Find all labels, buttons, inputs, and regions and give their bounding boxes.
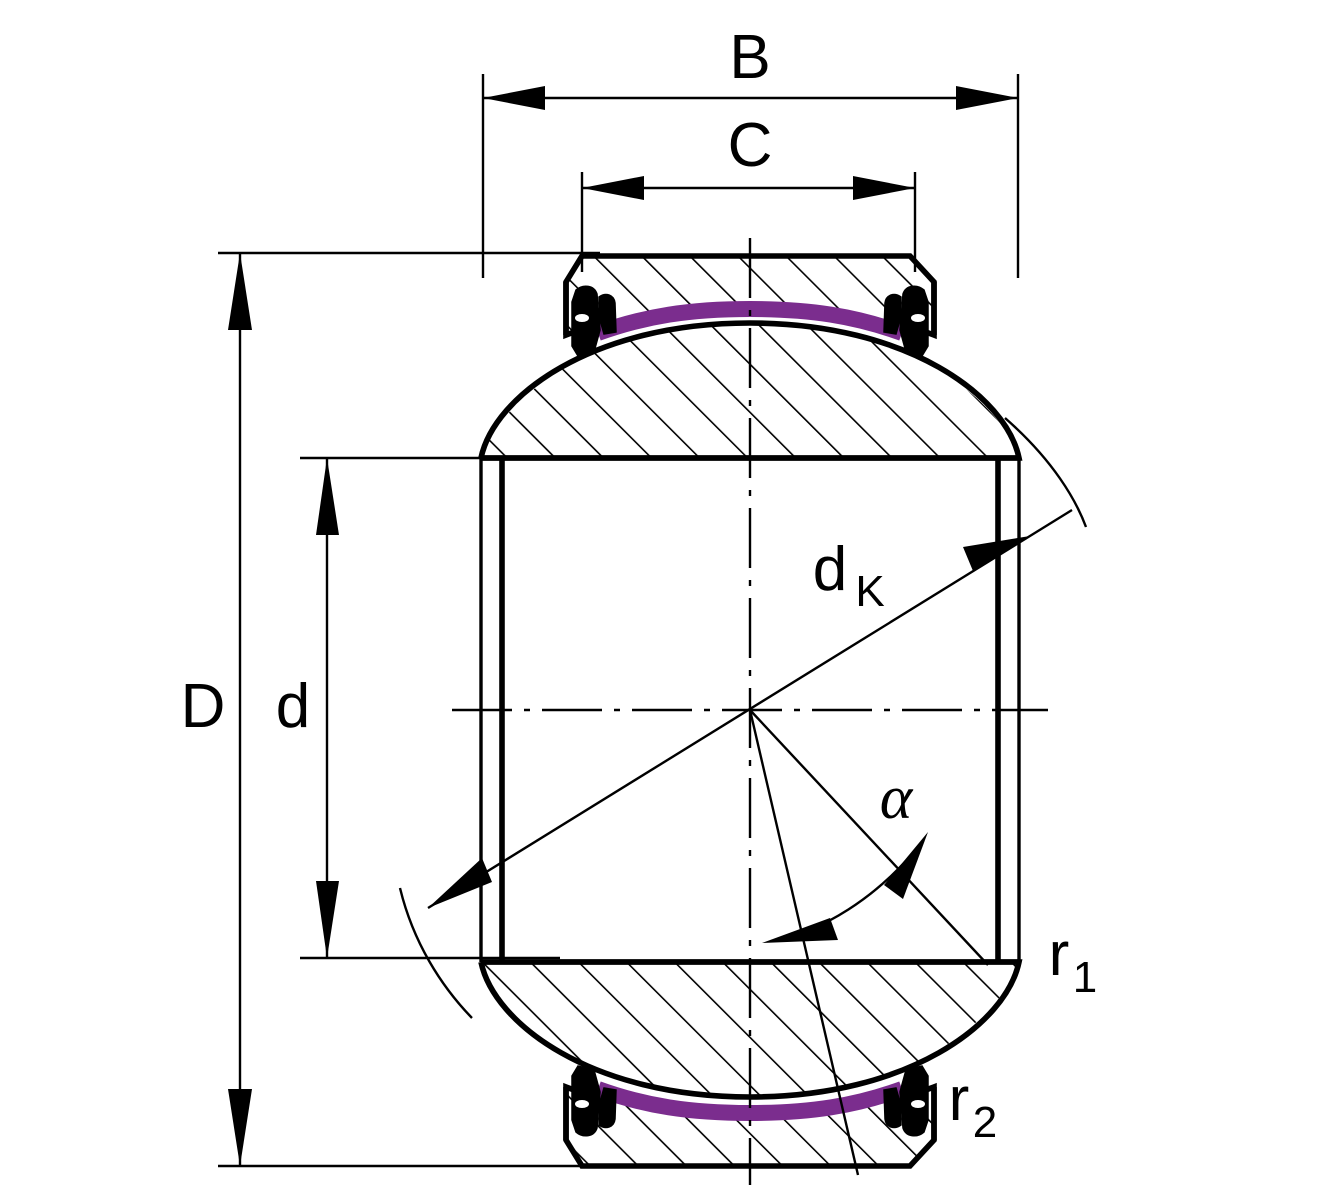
dimension-C: C bbox=[580, 111, 917, 272]
dim-dK-arrow-lower bbox=[428, 858, 492, 908]
seal-slot-top-right bbox=[911, 314, 925, 322]
dimension-dK: d K bbox=[398, 417, 1088, 1019]
dim-d-arrow-top bbox=[316, 458, 339, 535]
alpha-ray-left bbox=[748, 709, 860, 1176]
dim-B-arrow-right bbox=[956, 86, 1018, 110]
alpha-ray-right bbox=[749, 709, 989, 966]
dim-r2-label-base: r bbox=[949, 1065, 970, 1134]
dim-D-arrow-top bbox=[228, 253, 252, 330]
seal-top-left bbox=[571, 285, 617, 357]
dim-r2-label-sub: 2 bbox=[973, 1098, 997, 1147]
dim-dK-arc-lower bbox=[398, 887, 473, 1019]
dim-B-arrow-left bbox=[483, 86, 545, 110]
dim-dK-label-sub: K bbox=[855, 567, 884, 616]
dim-dK-arc-upper bbox=[1004, 417, 1088, 528]
dim-C-label: C bbox=[728, 111, 773, 180]
dimension-r1: r 1 bbox=[1049, 920, 1098, 1002]
dimension-alpha: α bbox=[748, 709, 989, 1176]
outer-ring-side-edges bbox=[563, 282, 937, 1140]
dim-d-label: d bbox=[276, 672, 310, 741]
seal-top-right bbox=[883, 285, 929, 357]
dim-C-arrow-left bbox=[582, 176, 644, 200]
seal-slot-bottom-left bbox=[575, 1100, 589, 1108]
sliding-layer-group bbox=[595, 300, 905, 1122]
dim-r1-label-base: r bbox=[1049, 920, 1070, 989]
dim-r1-label-sub: 1 bbox=[1073, 953, 1097, 1002]
dimension-B: B bbox=[481, 23, 1020, 278]
dim-D-label: D bbox=[181, 672, 226, 741]
dim-C-arrow-right bbox=[853, 176, 915, 200]
dim-dK-label-base: d bbox=[813, 535, 847, 604]
alpha-label: α bbox=[880, 764, 914, 832]
dim-B-label: B bbox=[729, 23, 770, 92]
dimension-d: d bbox=[276, 456, 560, 960]
alpha-arrow-lower bbox=[762, 918, 838, 943]
dimension-D: D bbox=[181, 251, 600, 1168]
dim-d-arrow-bottom bbox=[316, 881, 339, 958]
seals-group bbox=[571, 285, 929, 1137]
seal-bottom-right bbox=[883, 1065, 929, 1137]
seal-bottom-left bbox=[571, 1065, 617, 1137]
dim-dK-line bbox=[427, 508, 1073, 910]
alpha-arrow-upper bbox=[884, 832, 928, 899]
seal-slot-bottom-right bbox=[911, 1100, 925, 1108]
dimension-r2: r 2 bbox=[949, 1065, 998, 1147]
sliding-layer-bottom bbox=[595, 1081, 905, 1122]
dim-D-arrow-bottom bbox=[228, 1089, 252, 1166]
sliding-layer-top bbox=[595, 300, 905, 341]
seal-slot-top-left bbox=[575, 314, 589, 322]
inner-ring-top-outline bbox=[478, 320, 1023, 461]
dim-dK-arrow-upper bbox=[963, 536, 1030, 571]
